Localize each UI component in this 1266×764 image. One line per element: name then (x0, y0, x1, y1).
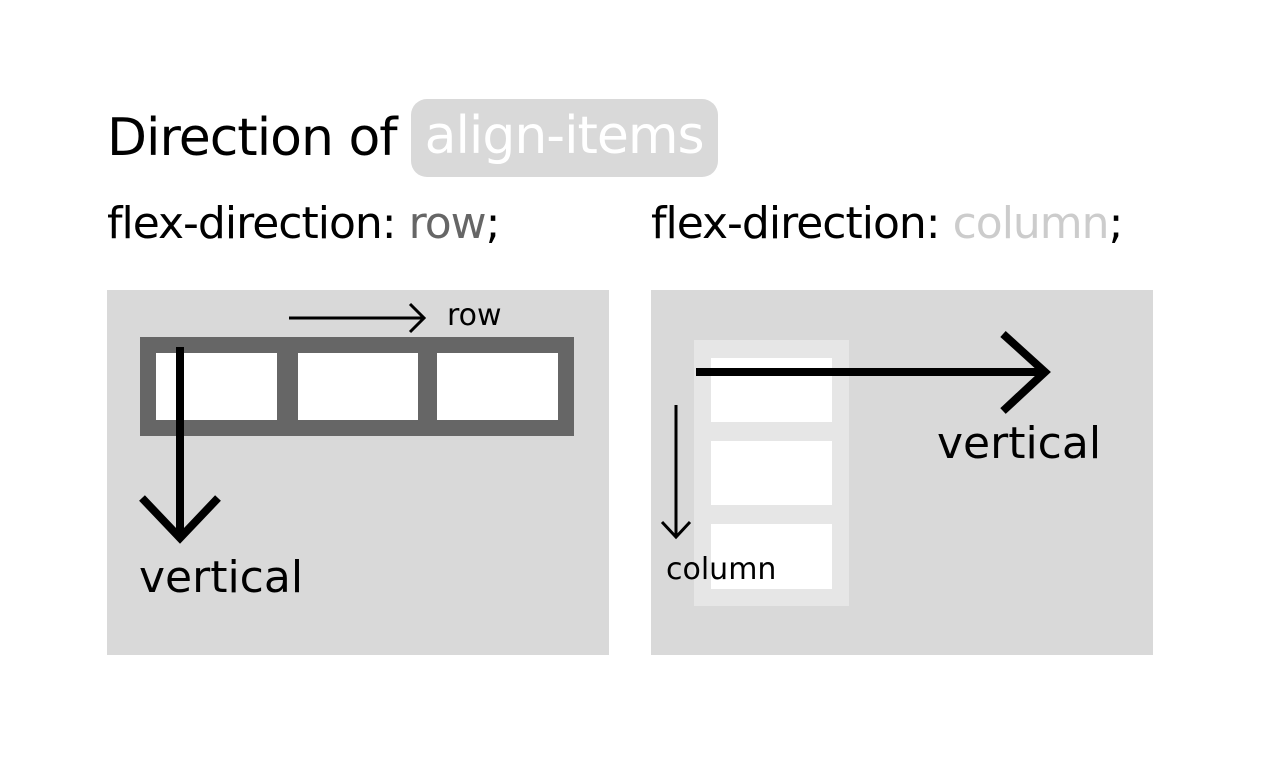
column-cross-axis-arrow (696, 331, 1051, 414)
row-property-value: row (408, 198, 487, 249)
column-axis-label: column (666, 552, 777, 587)
title-text: Direction of (107, 108, 398, 168)
row-property-label: flex-direction: (107, 198, 397, 249)
column-flex-item-3 (711, 524, 832, 589)
column-main-axis-arrow (660, 405, 692, 540)
column-panel-heading: flex-direction: column; (651, 196, 1124, 252)
row-main-axis-arrow (289, 302, 427, 334)
diagram-title: Direction of align-items (107, 98, 718, 178)
column-property-value: column (952, 198, 1110, 249)
column-vertical-label: vertical (937, 418, 1102, 469)
title-highlight-pill: align-items (410, 99, 718, 177)
column-flex-item-2 (711, 441, 832, 505)
row-diagram-svg (139, 302, 574, 544)
row-terminator: ; (485, 198, 501, 249)
row-flex-item-2 (298, 353, 418, 420)
row-axis-label: row (447, 298, 502, 333)
column-diagram-svg (660, 331, 1051, 606)
column-property-label: flex-direction: (651, 198, 941, 249)
row-panel-heading: flex-direction: row; (107, 196, 501, 252)
row-cross-axis-arrow (139, 347, 221, 544)
row-diagram-panel: row vertical (107, 290, 609, 655)
column-flex-item-1 (711, 358, 832, 422)
row-flex-item-3 (437, 353, 558, 420)
row-vertical-label: vertical (139, 552, 304, 603)
column-diagram-panel: column vertical (651, 290, 1153, 655)
column-terminator: ; (1108, 198, 1124, 249)
row-flex-item-1 (156, 353, 277, 420)
